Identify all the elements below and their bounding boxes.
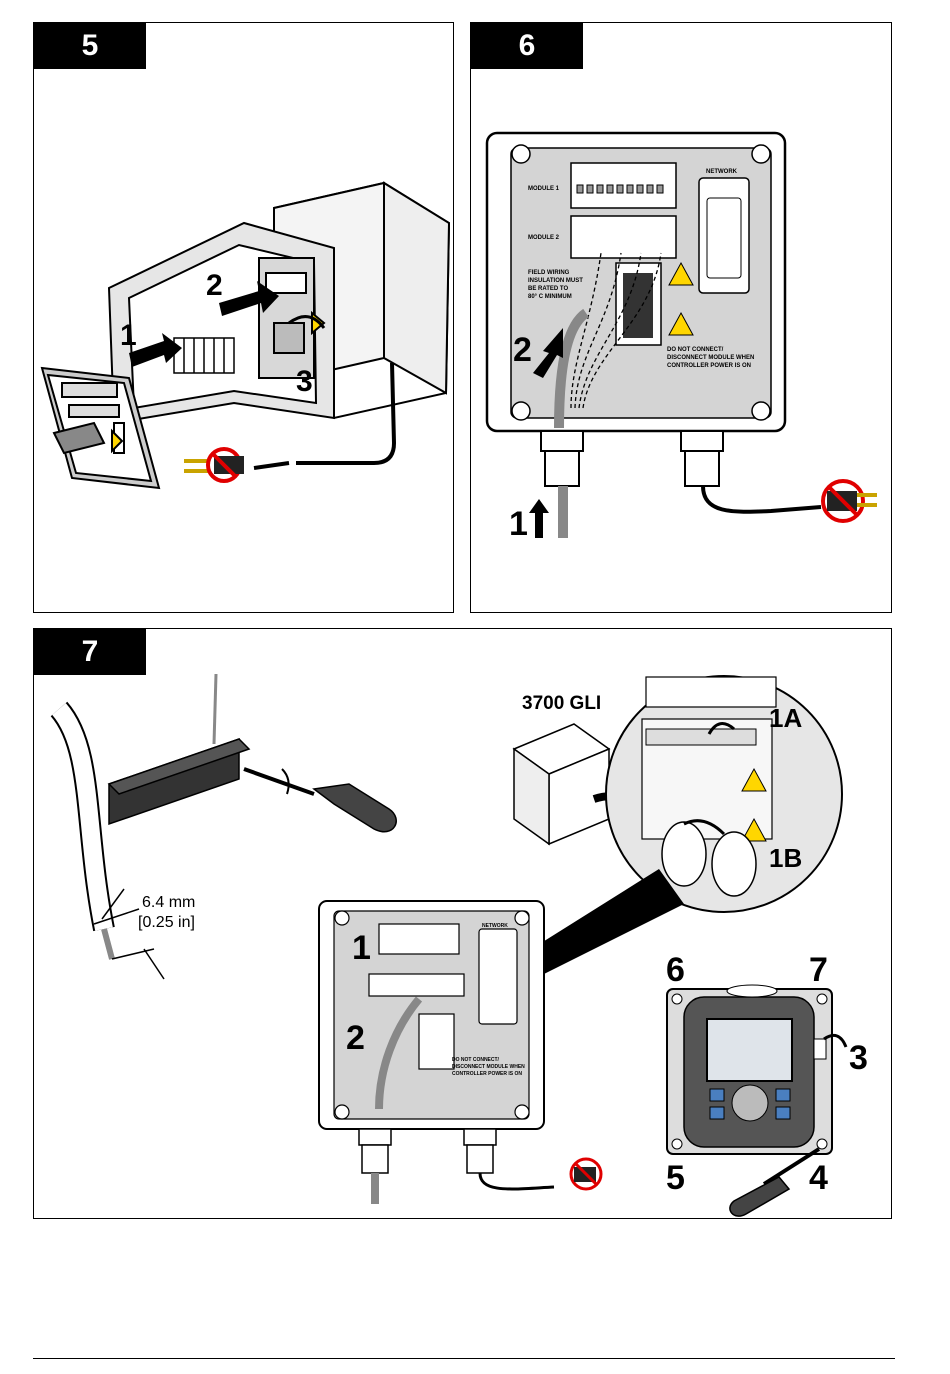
- power-cord: [480, 1173, 554, 1189]
- strip-length-in: [0.25 in]: [138, 914, 195, 931]
- footer-rule: [33, 1358, 895, 1359]
- callout-1: 1: [509, 505, 528, 543]
- controller-callout-3: 3: [849, 1039, 868, 1077]
- callout-1b: 1B: [769, 843, 802, 873]
- svg-text:INSULATION MUST: INSULATION MUST: [528, 278, 583, 284]
- step-7-panel: 7 6.4 mm [0.25 in] 3700 GLI: [33, 628, 892, 1219]
- no-power-plug-icon: [571, 1159, 601, 1189]
- controller-display: [707, 1019, 792, 1081]
- callout-1: 1: [120, 319, 137, 352]
- svg-text:BE RATED TO: BE RATED TO: [528, 286, 568, 292]
- screwdriver-icon: [730, 1149, 819, 1216]
- callout-3: 3: [296, 365, 313, 398]
- svg-text:CONTROLLER POWER IS ON: CONTROLLER POWER IS ON: [667, 363, 751, 369]
- sensor-box: [514, 724, 609, 844]
- callout-1a: 1A: [769, 703, 802, 733]
- step-6-panel: 6 MODULE 1 MODULE 2 NETWORK: [470, 22, 892, 613]
- module-1-label: MODULE 1: [528, 186, 560, 192]
- push-arrow: [529, 499, 549, 538]
- step-5-panel: 5: [33, 22, 454, 613]
- cable-glands: [359, 1129, 496, 1173]
- controller-callout-5: 5: [666, 1159, 685, 1197]
- cable-glands: [541, 431, 723, 486]
- svg-text:DO NOT CONNECT/: DO NOT CONNECT/: [667, 347, 724, 353]
- step-6-illustration: MODULE 1 MODULE 2 NETWORK FIELD WIRING I…: [471, 23, 893, 614]
- terminal-block: [174, 338, 234, 373]
- enclosure-callout-1: 1: [352, 929, 371, 967]
- svg-text:80° C MINIMUM: 80° C MINIMUM: [528, 294, 572, 300]
- step-5-illustration: 1 2 3: [34, 23, 455, 614]
- enclosure-callout-2: 2: [346, 1019, 365, 1057]
- power-cord: [703, 486, 821, 512]
- callout-2: 2: [513, 331, 532, 369]
- svg-text:FIELD WIRING: FIELD WIRING: [528, 270, 570, 276]
- no-power-plug-icon: [184, 449, 244, 481]
- svg-text:DO NOT CONNECT/: DO NOT CONNECT/: [452, 1057, 500, 1063]
- svg-text:DISCONNECT MODULE WHEN: DISCONNECT MODULE WHEN: [452, 1064, 525, 1070]
- step-7-illustration: 6.4 mm [0.25 in] 3700 GLI 1A 1B: [34, 629, 893, 1220]
- controller-callout-7: 7: [809, 951, 828, 989]
- controller-callout-6: 6: [666, 951, 685, 989]
- terminal-plug: [109, 674, 249, 824]
- controller-callout-4: 4: [809, 1159, 828, 1197]
- network-label: NETWORK: [482, 923, 508, 929]
- network-slot: [479, 929, 517, 1024]
- module-2-label: MODULE 2: [528, 235, 560, 241]
- svg-text:DISCONNECT MODULE WHEN: DISCONNECT MODULE WHEN: [667, 355, 754, 361]
- module-2-connector: [571, 216, 676, 258]
- network-label: NETWORK: [706, 169, 738, 175]
- callout-2: 2: [206, 269, 223, 302]
- no-power-plug-icon: [823, 481, 877, 521]
- svg-text:CONTROLLER POWER IS ON: CONTROLLER POWER IS ON: [452, 1071, 522, 1077]
- screwdriver-icon: [244, 769, 396, 832]
- strip-length-mm: 6.4 mm: [142, 894, 195, 911]
- sensor-model-label: 3700 GLI: [522, 693, 601, 714]
